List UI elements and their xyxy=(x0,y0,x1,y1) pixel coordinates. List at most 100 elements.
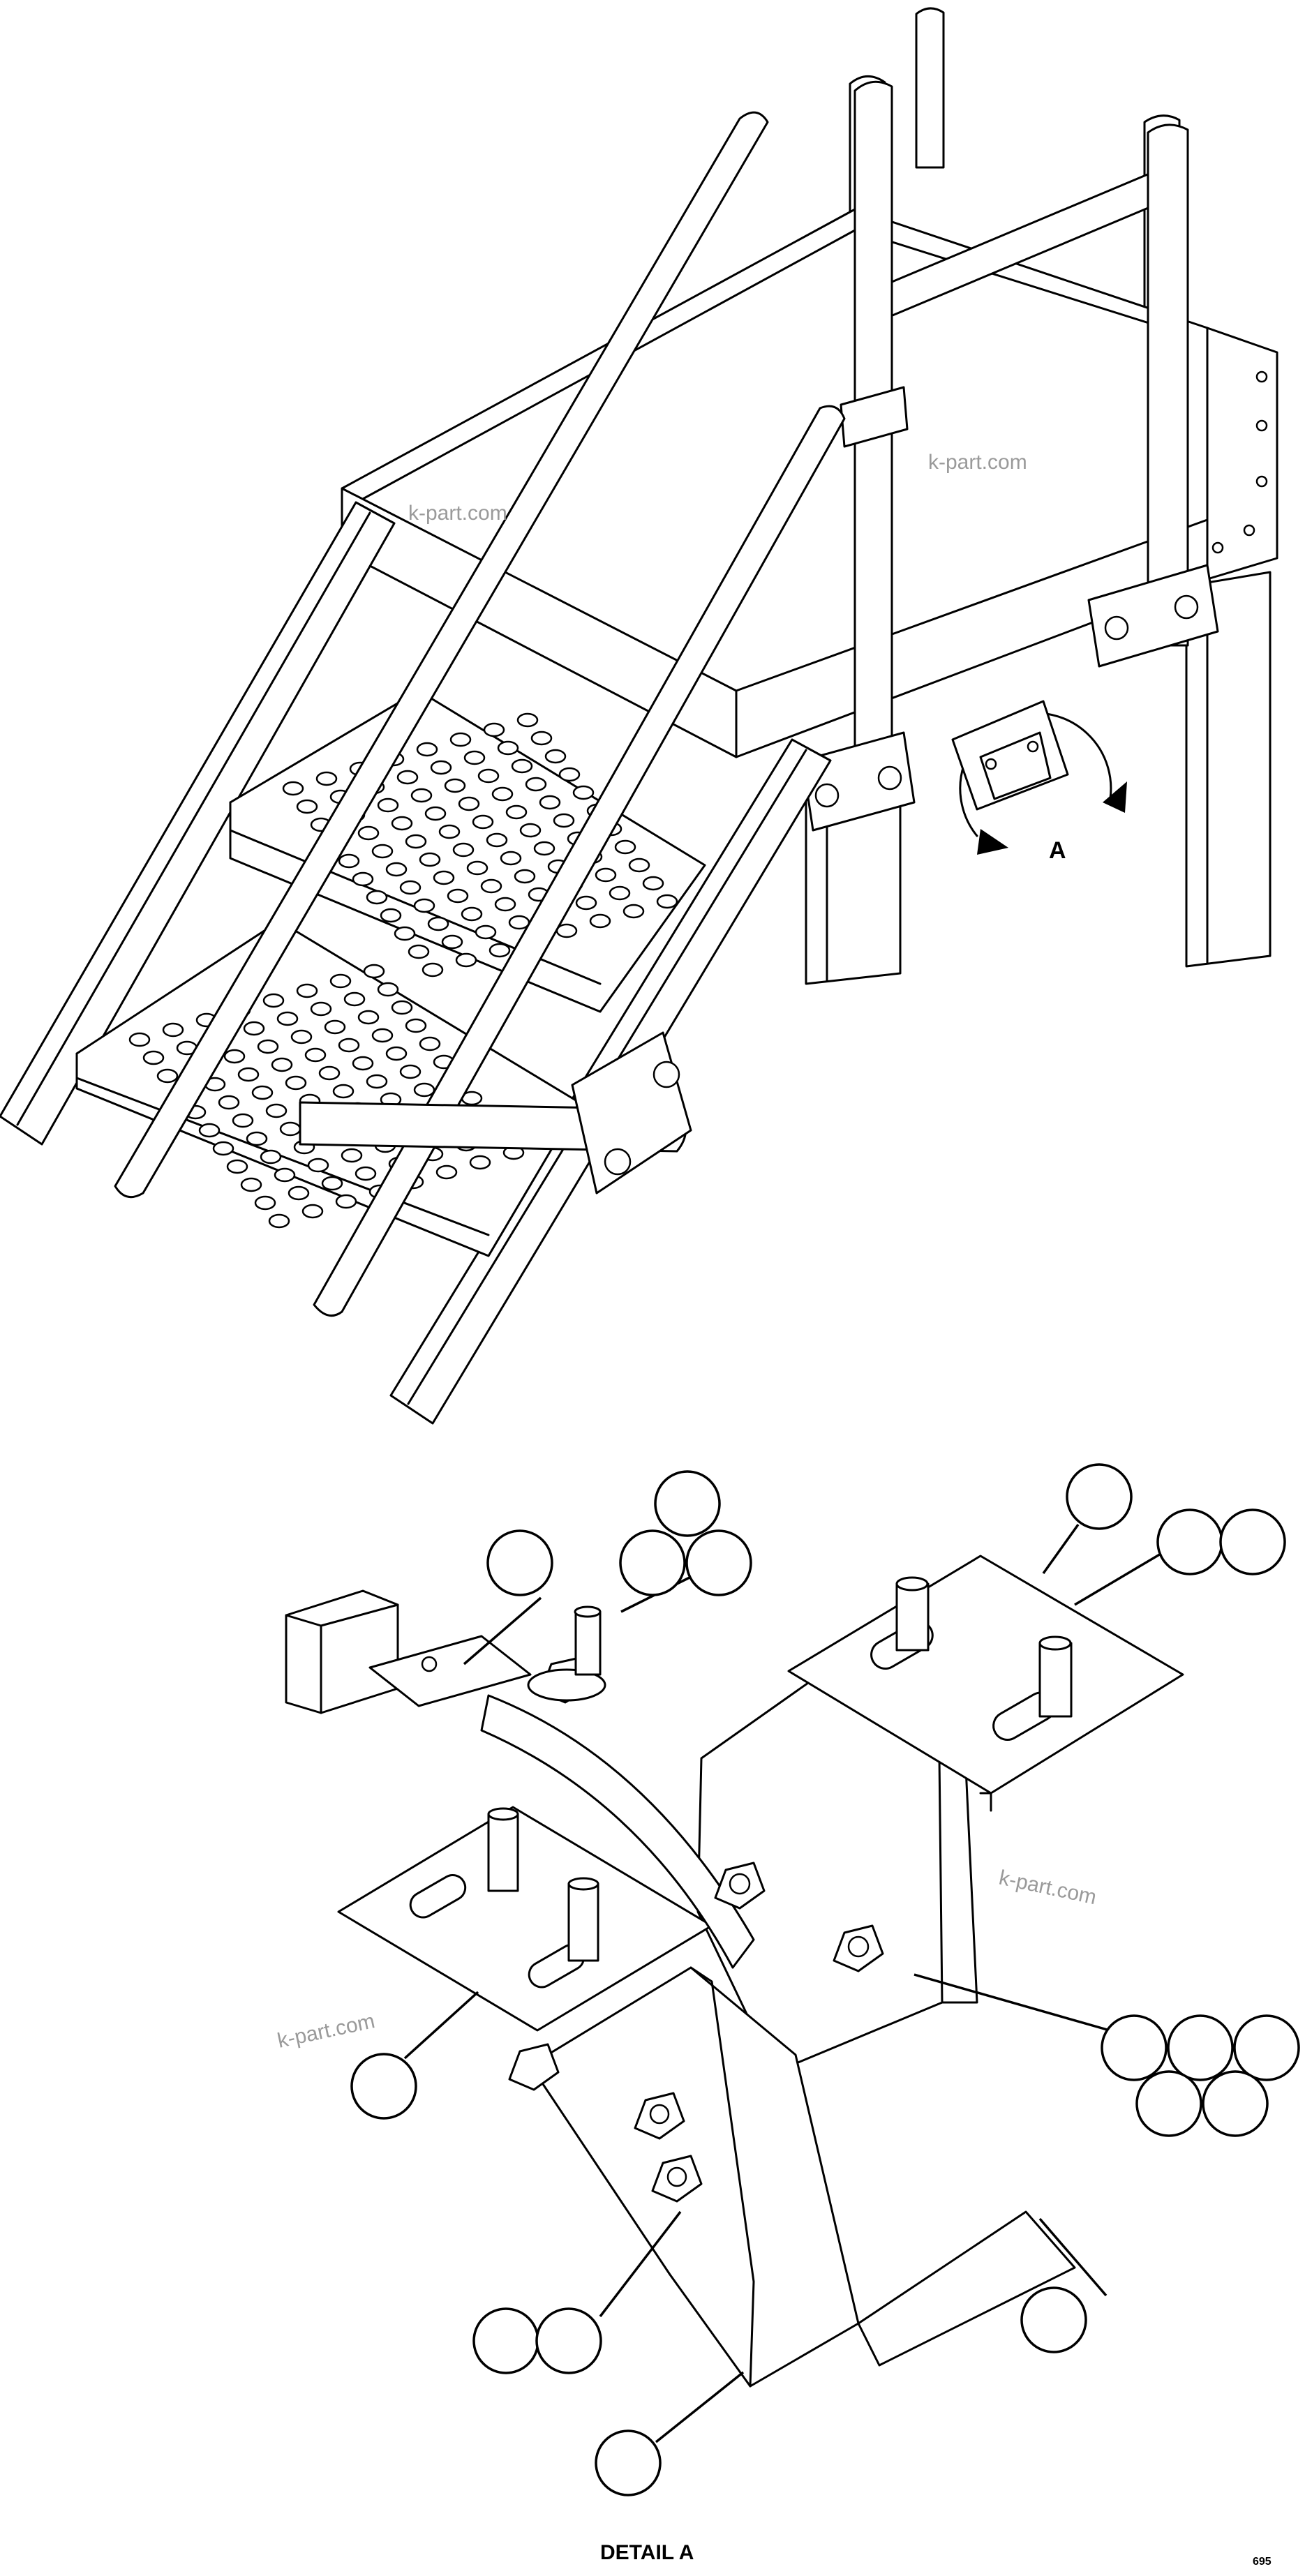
tread-hole xyxy=(290,1029,313,1044)
callout-balloon xyxy=(1135,2070,1202,2137)
callout-balloon xyxy=(595,2429,662,2496)
tread-hole xyxy=(455,952,477,968)
tread-hole xyxy=(260,1149,282,1165)
tread-hole xyxy=(511,758,533,774)
tread-hole xyxy=(355,1166,377,1181)
tread-hole xyxy=(335,1194,357,1209)
tread-hole xyxy=(377,797,399,813)
callout-balloon xyxy=(1233,2014,1300,2081)
tread-hole xyxy=(399,1064,422,1079)
tread-hole xyxy=(371,1028,394,1043)
tread-hole xyxy=(514,869,536,884)
tread-hole xyxy=(419,1036,441,1051)
tread-hole xyxy=(128,1032,151,1047)
tread-hole xyxy=(380,908,402,923)
tread-hole xyxy=(475,924,497,940)
tread-hole xyxy=(469,1155,491,1170)
tread-hole xyxy=(366,890,388,905)
tread-hole xyxy=(489,943,511,958)
tread-hole xyxy=(366,1074,388,1089)
tread-hole xyxy=(441,934,463,950)
tread-hole xyxy=(240,1177,262,1192)
tread-hole xyxy=(385,1046,408,1061)
tread-hole xyxy=(486,832,508,848)
tread-hole xyxy=(500,851,522,866)
tread-hole xyxy=(539,795,561,810)
tread-hole xyxy=(530,731,553,746)
tread-hole xyxy=(385,862,408,877)
tread-hole xyxy=(391,1000,413,1015)
tread-hole xyxy=(516,712,539,728)
leader-lines xyxy=(403,1523,1170,2443)
tread-hole xyxy=(519,823,542,838)
tread-hole xyxy=(338,853,360,869)
tread-hole xyxy=(447,888,469,904)
tread-hole xyxy=(142,1050,165,1065)
tread-hole xyxy=(243,1021,265,1036)
tread-hole xyxy=(296,983,318,998)
tread-hole xyxy=(257,1039,279,1054)
tread-hole xyxy=(558,767,581,782)
callout-balloon xyxy=(472,2307,539,2374)
tread-hole xyxy=(282,781,304,796)
tread-hole xyxy=(237,1067,260,1082)
diagonal-handrails xyxy=(114,111,846,1317)
tread-hole xyxy=(321,1176,343,1191)
view-a-label: A xyxy=(1049,837,1066,864)
tread-hole xyxy=(226,1159,248,1174)
tread-hole xyxy=(491,786,514,802)
tread-hole xyxy=(223,1049,246,1064)
ladder-assembly: A k-part.com k-part.com xyxy=(0,7,1278,1425)
callout-balloon xyxy=(535,2307,602,2374)
tread-hole xyxy=(399,880,422,895)
watermark-text: k-part.com xyxy=(408,502,507,525)
tread-hole xyxy=(307,1158,329,1173)
tread-hole xyxy=(352,1056,374,1071)
tread-hole xyxy=(262,993,285,1008)
bolts xyxy=(508,1605,884,2203)
tread-hole xyxy=(338,1038,360,1053)
tread-hole xyxy=(198,1123,221,1138)
tread-hole xyxy=(279,1121,301,1137)
tread-hole xyxy=(363,964,385,979)
tread-hole xyxy=(480,878,502,894)
tread-hole xyxy=(508,915,530,930)
tread-hole xyxy=(251,1085,274,1100)
tread-hole xyxy=(324,1019,346,1035)
view-a-indicator: A xyxy=(951,700,1127,864)
stringer-bracket xyxy=(299,1031,692,1195)
callout-balloon xyxy=(1167,2014,1234,2081)
tread-hole xyxy=(430,760,452,775)
tread-hole xyxy=(329,973,352,989)
tread-hole xyxy=(642,876,664,891)
tread-hole xyxy=(427,916,449,931)
tread-hole xyxy=(595,867,617,883)
tread-hole xyxy=(212,1141,234,1156)
tread-hole xyxy=(589,913,611,929)
tread-hole xyxy=(433,870,455,885)
callout-balloon xyxy=(1066,1463,1133,1530)
tread-hole xyxy=(413,898,435,913)
callout-balloon xyxy=(685,1529,752,1596)
tread-hole xyxy=(156,1068,179,1084)
tread-hole xyxy=(246,1131,268,1146)
tread-hole xyxy=(656,894,678,909)
tread-hole xyxy=(357,825,380,841)
detail-a-bracket: k-part.com k-part.com xyxy=(276,1463,1300,2496)
tread-hole xyxy=(301,1204,324,1219)
tread-hole xyxy=(315,771,338,786)
tread-hole xyxy=(461,906,483,922)
tread-hole xyxy=(394,926,416,941)
watermark-text: k-part.com xyxy=(997,1866,1098,1910)
tread-hole xyxy=(268,1213,290,1229)
tread-hole xyxy=(505,804,528,820)
page-code: 695 xyxy=(1253,2556,1272,2568)
tread-hole xyxy=(553,813,575,828)
callout-balloon xyxy=(1202,2070,1269,2137)
tread-hole xyxy=(452,842,475,858)
tread-hole xyxy=(494,897,516,912)
tread-hole xyxy=(575,895,597,911)
tread-hole xyxy=(628,858,650,873)
callout-balloons xyxy=(350,1463,1300,2496)
